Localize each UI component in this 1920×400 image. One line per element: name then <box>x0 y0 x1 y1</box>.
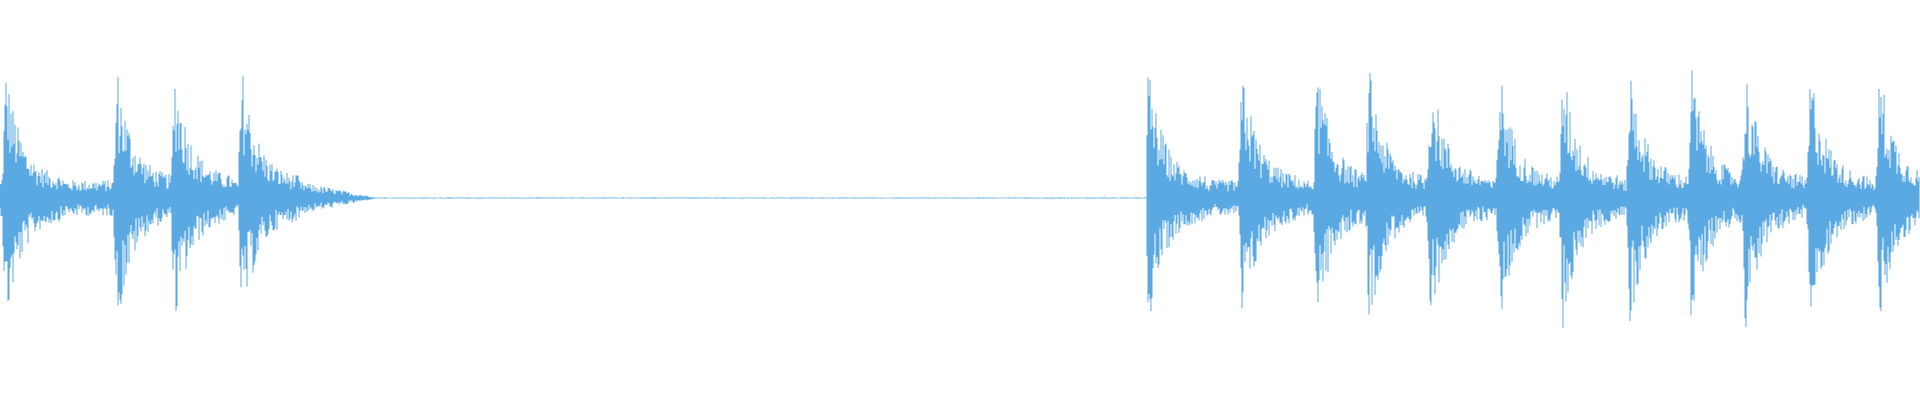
waveform-trace <box>0 70 1920 328</box>
